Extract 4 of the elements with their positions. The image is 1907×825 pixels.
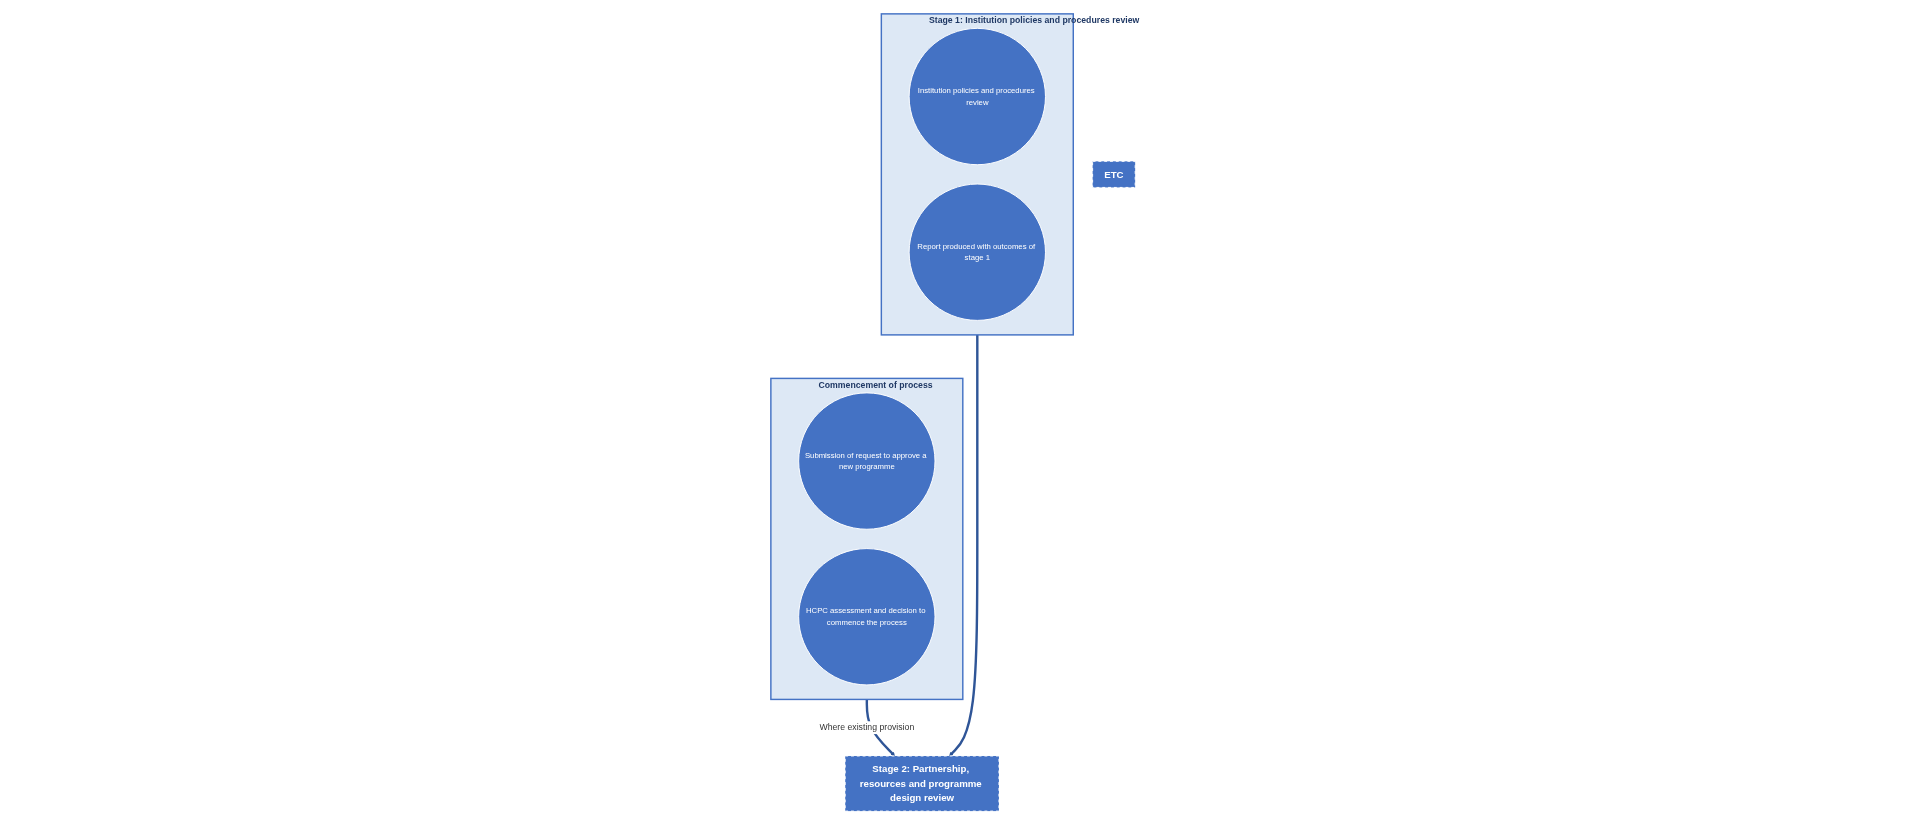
arrow	[949, 334, 979, 757]
edge-label: Where existing provision	[819, 722, 915, 733]
node-box: ETC	[1092, 160, 1137, 188]
node-box: Stage 2: Partnership, resources and programme design review	[845, 755, 1000, 812]
